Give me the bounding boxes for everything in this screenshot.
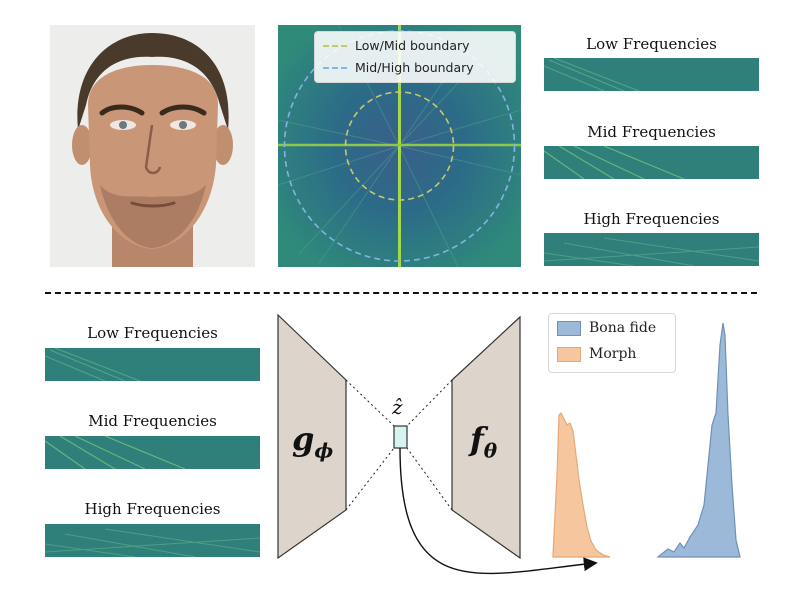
morph-swatch-icon [557,346,581,362]
legend-item-mid-high: Mid/High boundary [323,60,474,75]
encoder-label: gϕ [292,420,333,462]
fourier-spectrum: Low/Mid boundary Mid/High boundary [278,25,521,267]
top-band-strip-high [544,233,759,266]
bona-fide-distribution [656,322,741,558]
decoder-symbol: f [470,420,484,458]
top-band-label-high: High Frequencies [583,210,720,228]
band-strip-graphic [544,146,759,179]
latent-box [393,425,408,449]
section-divider [45,292,757,294]
bona-fide-swatch-icon [557,320,581,336]
band-strip-graphic [544,58,759,91]
autoencoder-diagram [277,313,741,575]
spectrum-legend: Low/Mid boundary Mid/High boundary [314,31,516,83]
encoder-symbol: g [292,420,315,458]
legend-label: Low/Mid boundary [355,38,470,53]
bottom-band-label-low: Low Frequencies [87,324,218,342]
top-band-strip-mid [544,146,759,179]
legend-item-low-mid: Low/Mid boundary [323,38,470,53]
legend-item-bona-fide: Bona fide [557,320,656,336]
legend-label: Mid/High boundary [355,60,474,75]
top-band-label-mid: Mid Frequencies [587,123,716,141]
legend-label: Bona fide [589,320,657,336]
bottom-band-strip-mid [45,436,260,469]
bottom-band-strip-low [45,348,260,381]
distribution-legend: Bona fide Morph [548,313,676,373]
band-strip-graphic [45,436,260,469]
low-mid-dash-icon [323,44,347,47]
mid-high-dash-icon [323,66,347,69]
face-photo [50,25,255,267]
encoder-subscript: ϕ [314,438,334,463]
band-strip-graphic [45,348,260,381]
legend-item-morph: Morph [557,346,636,362]
latent-to-distribution-arrow [399,447,598,575]
morph-distribution [552,411,611,558]
band-strip-graphic [45,524,260,557]
low-mid-boundary [344,91,455,201]
decoder-label: fθ [470,420,497,462]
latent-label: ẑ [392,395,403,419]
band-strip-graphic [544,233,759,266]
decoder-subscript: θ [483,438,498,463]
bottleneck-connectors [345,379,453,511]
face-illustration [50,25,255,267]
bottom-band-label-mid: Mid Frequencies [88,412,217,430]
bottom-band-label-high: High Frequencies [84,500,221,518]
top-band-strip-low [544,58,759,91]
legend-label: Morph [589,346,637,362]
bottom-band-strip-high [45,524,260,557]
top-band-label-low: Low Frequencies [586,35,717,53]
